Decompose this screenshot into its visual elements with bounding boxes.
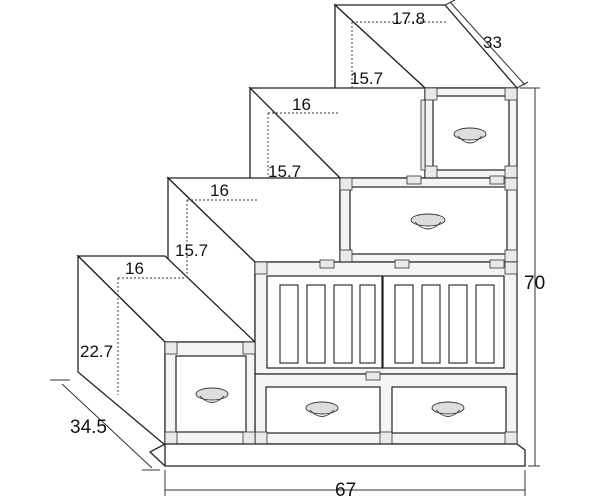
label-step2-depth: 16	[292, 95, 311, 114]
label-top-width: 17.8	[392, 9, 425, 28]
label-total-height: 70	[524, 273, 545, 294]
wide-drawer-frame	[339, 175, 518, 263]
drawer-handle-icon	[453, 127, 487, 144]
label-step3-depth: 16	[210, 181, 229, 200]
dimension-lines	[50, 0, 540, 496]
label-base-depth: 34.5	[70, 417, 107, 438]
drawer-handle-icon	[305, 401, 339, 417]
label-step3-height: 15.7	[175, 241, 208, 260]
label-step2-height: 15.7	[268, 162, 301, 181]
base-plinth	[148, 443, 526, 467]
label-depth-top: 33	[483, 33, 502, 52]
label-total-width: 67	[335, 480, 356, 499]
label-step4-depth: 16	[125, 259, 144, 278]
bottom-left-small-drawer	[164, 341, 256, 445]
third-step-box	[166, 176, 341, 347]
sliding-door-cabinet	[254, 259, 518, 375]
top-drawer-frame	[420, 87, 518, 179]
label-step-height-top: 15.7	[350, 69, 383, 88]
bottom-drawers-frame	[254, 371, 518, 445]
drawer-handle-icon	[410, 213, 446, 230]
drawer-handle-icon	[195, 387, 229, 403]
drawer-handle-icon	[431, 401, 465, 417]
label-step4-height: 22.7	[80, 342, 113, 361]
